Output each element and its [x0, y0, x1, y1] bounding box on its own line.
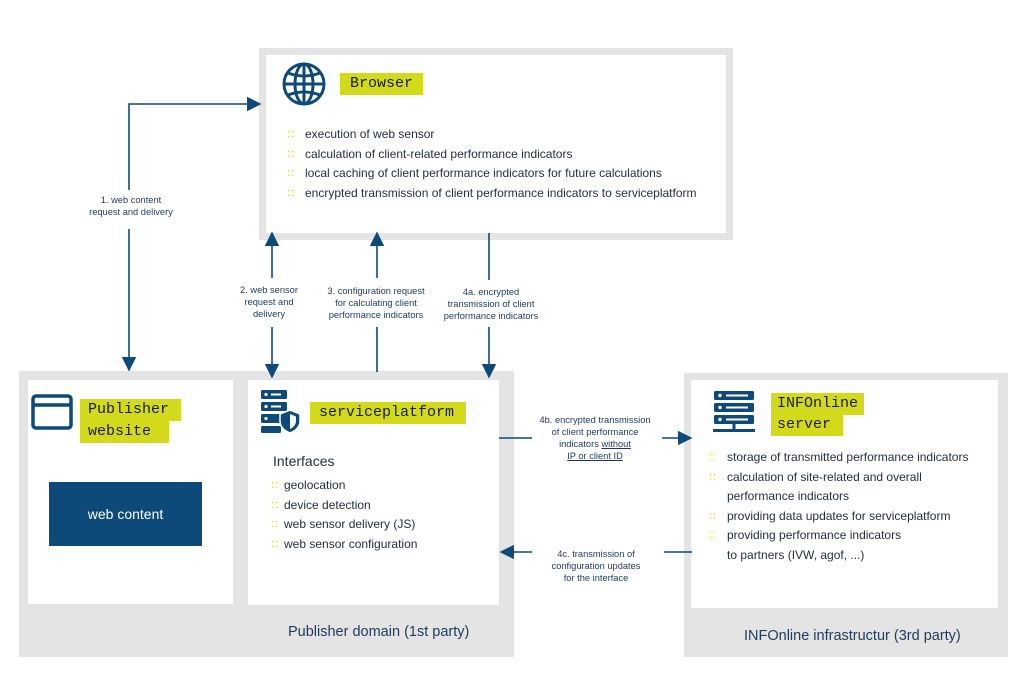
- interfaces-heading: Interfaces: [273, 453, 335, 469]
- server-network-icon: [713, 391, 755, 432]
- publisher-title-line2: website: [80, 421, 170, 443]
- list-item: ::web sensor configuration: [271, 536, 418, 551]
- web-content-label: web content: [87, 506, 164, 522]
- third-party-domain-label: INFOnline infrastructur (3rd party): [744, 628, 961, 644]
- globe-icon: [282, 62, 326, 106]
- flow-4c-label: 4c. transmission of configuration update…: [551, 549, 641, 583]
- list-item: ::calculation of site-related and overal…: [709, 469, 922, 484]
- first-party-domain-label: Publisher domain (1st party): [288, 624, 470, 640]
- browser-window-icon: [31, 394, 73, 430]
- interfaces-list: ::geolocation ::device detection ::web s…: [271, 476, 417, 554]
- list-item: ::local caching of client performance in…: [287, 166, 662, 180]
- list-item: ::storage of transmitted performance ind…: [709, 450, 969, 464]
- list-item: ::providing data updates for serviceplat…: [709, 508, 951, 523]
- list-item: to partners (IVW, agof, ...): [727, 547, 865, 562]
- infonline-title-line2: server: [771, 414, 844, 436]
- flow-3-label: 3. configuration request for calculating…: [327, 286, 425, 320]
- web-content-block: web content: [49, 482, 202, 546]
- list-item: ::web sensor delivery (JS): [271, 517, 416, 531]
- infonline-title-line1: INFOnline: [771, 393, 865, 415]
- publisher-title-line1: Publisher: [80, 399, 182, 421]
- list-item: ::geolocation: [271, 478, 346, 492]
- flow-4b-label: 4b. encrypted transmission of client per…: [539, 415, 651, 461]
- list-item: ::providing performance indicators: [709, 528, 902, 542]
- browser-title: Browser: [340, 73, 424, 95]
- list-item: ::execution of web sensor: [287, 127, 435, 141]
- list-item: ::device detection: [271, 497, 371, 512]
- server-shield-icon: [261, 390, 301, 434]
- list-item: performance indicators: [727, 489, 850, 503]
- serviceplatform-title: serviceplatform: [310, 402, 467, 424]
- flow-4a-label: 4a. encrypted transmission of client per…: [443, 287, 539, 321]
- list-item: ::calculation of client-related performa…: [287, 146, 573, 161]
- browser-feature-list: ::execution of web sensor ::calculation …: [287, 125, 697, 203]
- flow-2-label: 2. web sensor request and delivery: [240, 285, 298, 319]
- flow-1-label: 1. web content request and delivery: [89, 195, 173, 217]
- infonline-feature-list: ::storage of transmitted performance ind…: [709, 448, 968, 565]
- flow-1-arrow-up: [128, 96, 262, 190]
- list-item: ::encrypted transmission of client perfo…: [287, 185, 697, 200]
